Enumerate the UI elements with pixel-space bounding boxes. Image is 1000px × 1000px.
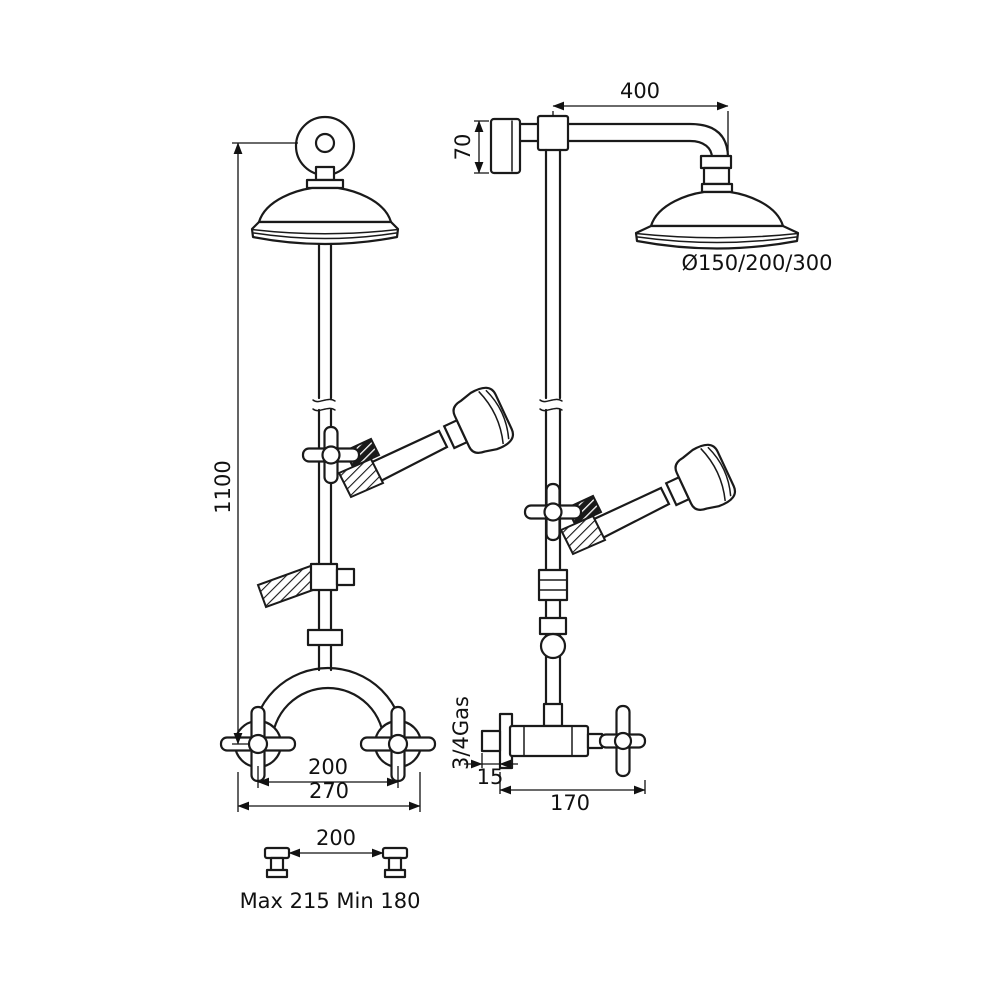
slide-clamp-side [537,568,569,602]
dim-head-diameters: Ø150/200/300 [682,251,833,275]
shower-head-front [250,178,400,246]
mixer-valve-side [480,702,647,778]
dim-valve-depth: 170 [550,791,590,815]
riser-pipe-front [312,242,336,672]
dim-valve-centers: 200 [308,755,348,779]
side-view [480,114,800,778]
arm-tee-fitting [536,114,570,152]
dim-column-height: 1100 [211,460,235,513]
front-view [219,115,518,879]
wall-bracket [294,115,356,182]
dim-union-spacing: 200 [316,826,356,850]
dim-adjustment-range: Max 215 Min 180 [240,889,421,913]
valve-left [219,705,297,783]
dim-overall-width: 270 [309,779,349,803]
wall-union-right [381,846,409,879]
dim-inlet-thread: 3/4Gas [449,696,473,770]
pipe-break-side [539,398,563,412]
wall-union-left [263,846,291,879]
slide-rail-clamp-front [256,562,356,609]
dim-arm-reach: 400 [620,79,660,103]
front-dimensions: 1100 200 270 200 Max 215 Min 180 [211,142,421,913]
hand-shower-side [523,439,740,556]
shower-head-side [634,182,800,250]
dim-wall-flange: 70 [451,134,475,161]
side-dimensions: 400 70 Ø150/200/300 3/4Gas 15 170 [449,79,832,815]
dim-wall-offset: 15 [477,765,504,789]
pipe-break-front [312,398,336,412]
riser-pipe-side [539,148,563,728]
wall-plate-side [489,117,522,175]
union-nut [538,616,568,660]
